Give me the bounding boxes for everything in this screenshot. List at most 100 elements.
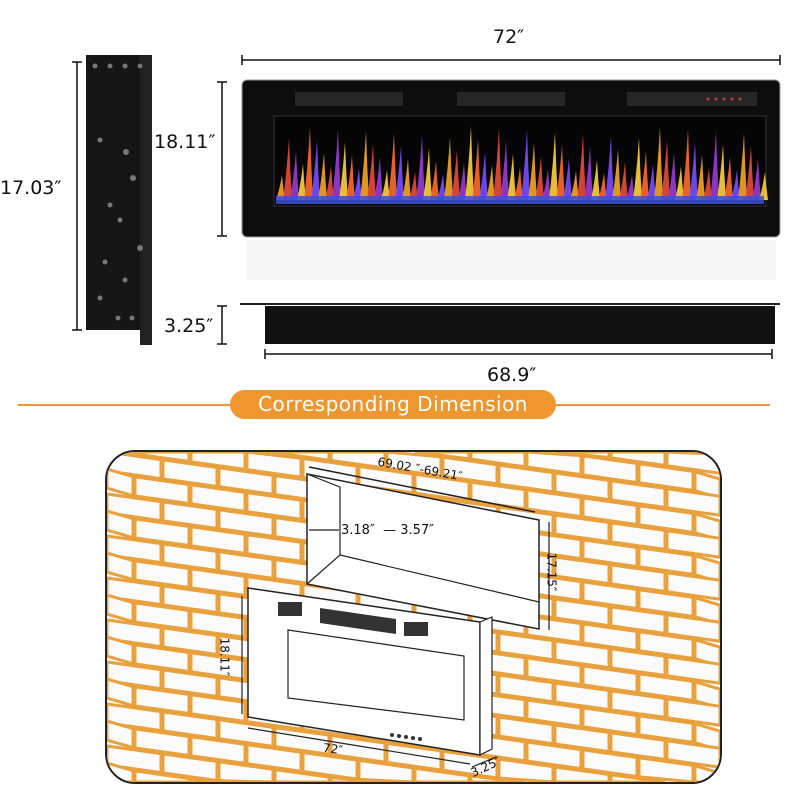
flame xyxy=(416,135,425,200)
dimension-lines xyxy=(72,55,781,359)
brick xyxy=(107,761,135,782)
width-label: 72″ xyxy=(493,26,525,48)
brick xyxy=(245,742,303,773)
brick xyxy=(665,738,720,769)
brick xyxy=(553,597,611,628)
brick xyxy=(385,741,443,772)
flame xyxy=(318,153,327,200)
brick xyxy=(693,553,720,584)
brick xyxy=(693,637,720,668)
brick xyxy=(581,622,639,653)
flame xyxy=(598,173,607,200)
flame xyxy=(717,144,726,200)
brick xyxy=(553,471,611,502)
depth-label: 3.25″ xyxy=(164,315,214,337)
flame xyxy=(724,157,733,200)
flame xyxy=(514,167,523,200)
brick xyxy=(665,486,720,517)
brick xyxy=(693,469,720,500)
flame xyxy=(346,155,355,200)
brick xyxy=(665,612,720,643)
brick xyxy=(665,528,720,559)
brick xyxy=(637,504,695,535)
flame xyxy=(759,172,768,200)
flame xyxy=(472,139,481,200)
brick xyxy=(469,452,527,469)
brick xyxy=(245,490,303,521)
brick xyxy=(665,654,720,685)
brick xyxy=(107,635,135,666)
brick xyxy=(497,673,555,704)
flame xyxy=(738,133,747,200)
brick xyxy=(553,639,611,670)
brick xyxy=(133,475,191,506)
brick xyxy=(189,525,247,556)
flame xyxy=(703,168,712,200)
brick xyxy=(525,740,583,771)
brick xyxy=(581,496,639,527)
unit-width-label: 72″ xyxy=(322,740,344,758)
flame xyxy=(360,131,369,200)
brick xyxy=(581,706,639,737)
brick xyxy=(497,631,555,662)
brick xyxy=(609,647,667,678)
brick xyxy=(665,452,720,475)
flame xyxy=(640,151,649,200)
brick xyxy=(693,595,720,626)
brick xyxy=(609,689,667,720)
brick xyxy=(189,693,247,724)
brick xyxy=(273,767,331,782)
height-label: 18.11″ xyxy=(154,131,216,153)
brick xyxy=(217,508,275,539)
flame xyxy=(570,171,579,200)
flame xyxy=(633,138,642,200)
product-drawing xyxy=(72,55,781,359)
brick xyxy=(609,452,667,468)
brick xyxy=(665,696,720,727)
flame xyxy=(745,146,754,200)
side-view-panel xyxy=(86,55,152,345)
brick xyxy=(693,511,720,542)
brick xyxy=(217,550,275,581)
brick xyxy=(161,584,219,615)
flame xyxy=(521,130,530,200)
base-width-label: 68.9″ xyxy=(487,364,537,386)
flame xyxy=(689,142,698,200)
brick xyxy=(581,454,639,485)
brick xyxy=(217,718,275,749)
brick xyxy=(609,773,666,782)
flame xyxy=(619,162,628,200)
installation-diagram xyxy=(105,450,722,784)
side-height-label: 17.03″ xyxy=(0,177,62,199)
flame xyxy=(402,159,411,200)
brick xyxy=(637,462,695,493)
recess-height-label: 17.15″ xyxy=(544,552,559,592)
brick xyxy=(441,455,499,486)
brick xyxy=(553,555,611,586)
flame xyxy=(353,168,362,200)
brick xyxy=(107,719,135,750)
flame xyxy=(283,138,292,200)
brick xyxy=(107,467,135,498)
brick xyxy=(357,758,415,782)
flame xyxy=(374,157,383,200)
flame xyxy=(479,152,488,200)
brick xyxy=(413,472,471,503)
brick xyxy=(553,723,611,754)
flame xyxy=(542,169,551,200)
brick xyxy=(189,609,247,640)
recess-and-unit xyxy=(241,466,550,768)
flame xyxy=(696,155,705,200)
brick xyxy=(525,656,583,687)
flame xyxy=(325,166,334,200)
flame xyxy=(668,153,677,200)
brick xyxy=(133,685,191,716)
brick xyxy=(329,452,387,470)
brick xyxy=(609,563,667,594)
flame xyxy=(367,144,376,200)
flame xyxy=(661,140,670,200)
brick xyxy=(161,500,219,531)
brick xyxy=(217,466,275,497)
brick xyxy=(581,748,639,779)
brick xyxy=(161,668,219,699)
